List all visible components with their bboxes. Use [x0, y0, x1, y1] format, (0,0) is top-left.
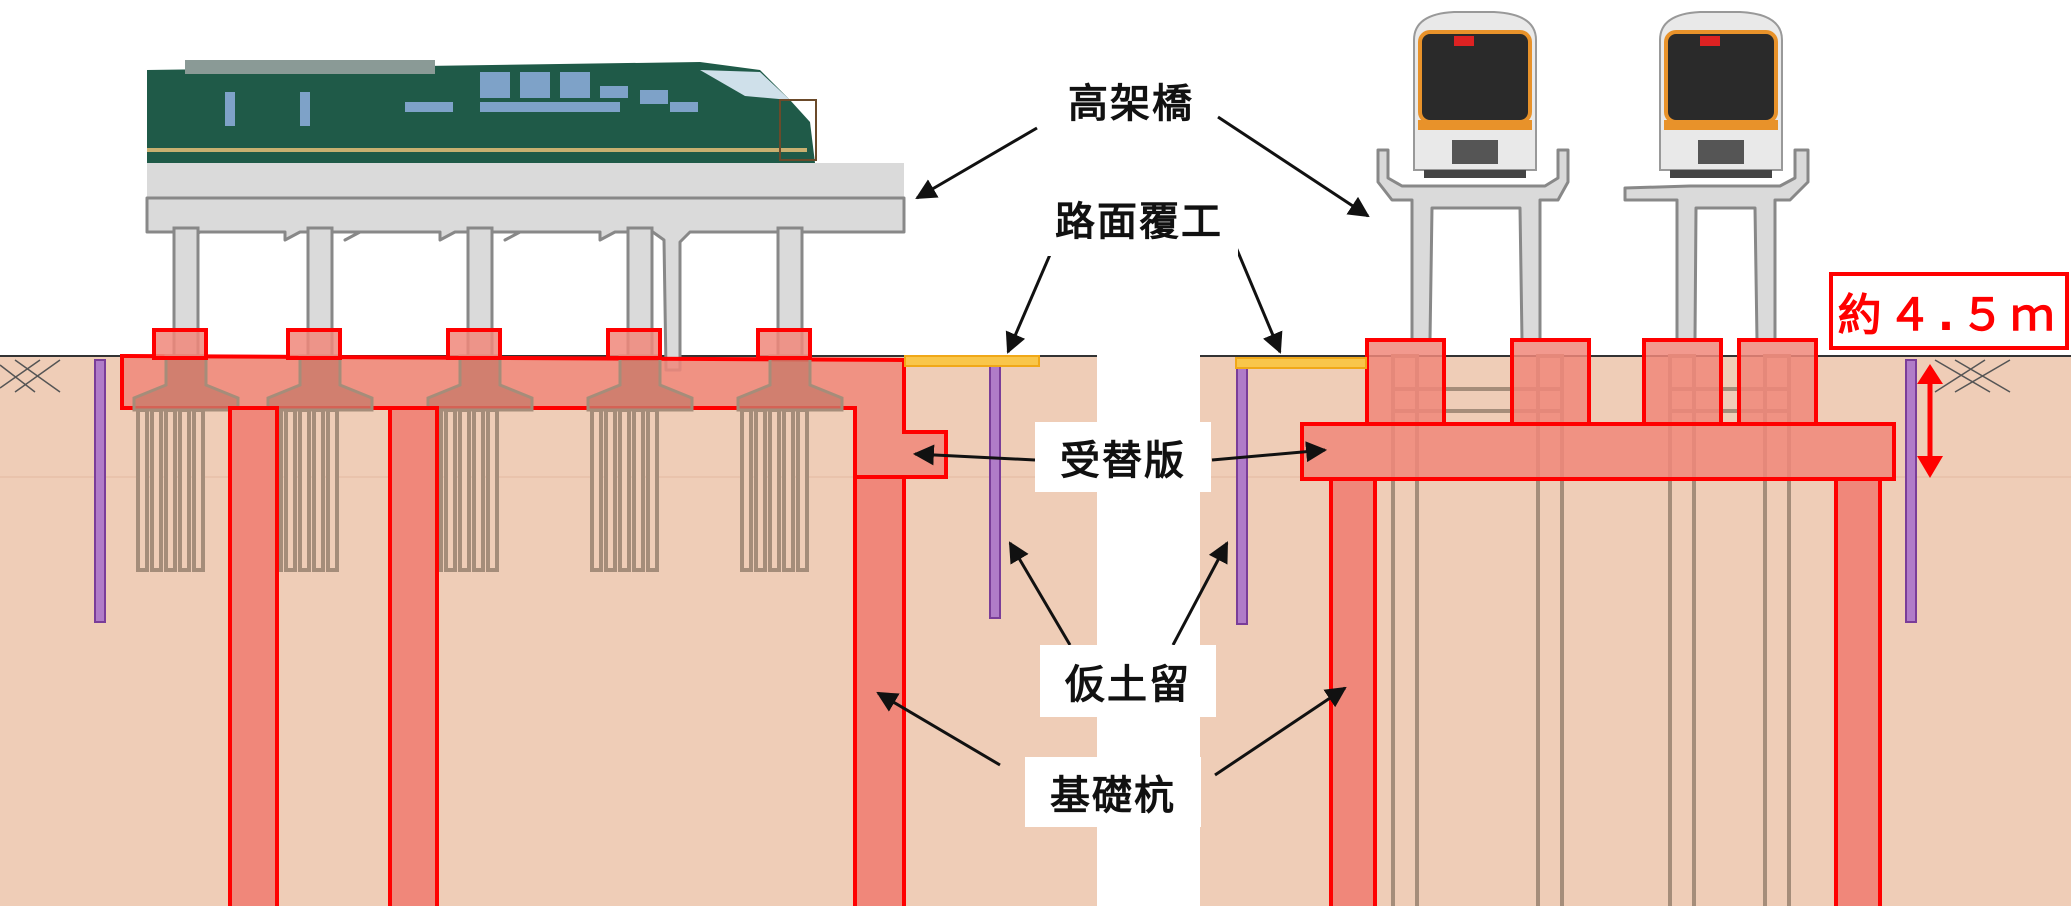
- existing-pile: [164, 408, 177, 572]
- existing-pile: [150, 408, 163, 572]
- train-window: [520, 72, 550, 98]
- train-window: [560, 72, 590, 98]
- existing-pile: [444, 408, 457, 572]
- existing-pile: [312, 408, 325, 572]
- train-roof: [185, 60, 435, 74]
- leader-pile-left: [876, 691, 1001, 767]
- column-cap: [756, 328, 812, 360]
- right-viaduct: [1376, 148, 1810, 342]
- train-window: [405, 102, 453, 112]
- leader-pile-right: [1214, 686, 1347, 777]
- train-window: [225, 92, 235, 126]
- height-arrow-head-down: [1917, 456, 1943, 478]
- label-viaduct: 高架橋: [1052, 62, 1210, 138]
- leader-retaining-left: [1008, 541, 1072, 646]
- leader-deck-left: [1005, 242, 1057, 354]
- existing-pile: [740, 408, 753, 572]
- existing-pile: [782, 408, 795, 572]
- retaining-wall: [989, 357, 1001, 619]
- footing: [426, 354, 534, 412]
- existing-pile: [458, 408, 471, 572]
- right-viaduct-frame-2: [1623, 148, 1810, 342]
- existing-pile: [604, 408, 617, 572]
- existing-pile: [284, 408, 297, 572]
- label-transfer-slab: 受替版: [1035, 422, 1211, 492]
- existing-pile: [192, 408, 205, 572]
- left-train: [147, 60, 817, 163]
- footing: [736, 354, 844, 412]
- ground-hatch-left: [0, 359, 61, 393]
- column-cap: [446, 328, 502, 360]
- leader-deck-right: [1228, 232, 1283, 354]
- retaining-wall: [1236, 359, 1248, 625]
- column-cap: [1365, 338, 1446, 426]
- height-dimension: [1917, 364, 1943, 478]
- existing-pile: [486, 408, 499, 572]
- train-window: [300, 92, 310, 126]
- leader-lines: [876, 115, 1370, 777]
- height-arrow-head-up: [1917, 364, 1943, 384]
- left-viaduct-frame: [145, 196, 906, 372]
- front-train: [1413, 11, 1537, 178]
- left-transfer-slab: [120, 328, 948, 479]
- existing-pile: [178, 408, 191, 572]
- leader-slab-right: [1211, 441, 1328, 463]
- column-cap: [1737, 338, 1818, 426]
- footing: [586, 354, 694, 412]
- column-cap: [286, 328, 342, 360]
- existing-pile: [754, 408, 767, 572]
- column-cap: [1510, 338, 1591, 426]
- foundation-pile: [388, 406, 439, 910]
- existing-pile: [768, 408, 781, 572]
- left-road-deck: [904, 355, 1040, 367]
- train-stripe: [147, 148, 807, 152]
- retaining-wall: [1905, 359, 1917, 623]
- train-window: [670, 102, 698, 112]
- train-nose-window: [700, 70, 790, 100]
- column-cap: [1642, 338, 1723, 426]
- existing-pile: [796, 408, 809, 572]
- right-viaduct-frame-1: [1376, 148, 1570, 342]
- foundation-pile: [1834, 477, 1882, 910]
- existing-pile: [632, 408, 645, 572]
- left-retaining-walls: [94, 357, 1001, 623]
- leader-slab-left: [912, 444, 1036, 466]
- column-cap: [152, 328, 208, 360]
- existing-pile: [326, 408, 339, 572]
- left-viaduct-deck: [147, 163, 904, 198]
- right-road-deck: [1235, 357, 1367, 369]
- label-temp-retaining: 仮土留: [1040, 645, 1216, 717]
- existing-pile: [618, 408, 631, 572]
- train-window: [640, 90, 668, 104]
- train-window: [480, 72, 510, 98]
- front-train: [1659, 11, 1783, 178]
- existing-pile: [472, 408, 485, 572]
- leader-viaduct-right: [1217, 115, 1370, 218]
- train-window: [480, 102, 620, 112]
- foundation-pile: [853, 475, 906, 910]
- leader-retaining-right: [1171, 541, 1229, 646]
- transfer-slab: [1300, 422, 1896, 481]
- existing-pile: [298, 408, 311, 572]
- label-road-deck: 路面覆工: [1040, 180, 1238, 256]
- footing: [266, 354, 374, 412]
- foundation-pile: [228, 406, 279, 910]
- label-foundation-pile: 基礎杭: [1025, 757, 1201, 827]
- existing-pile: [590, 408, 603, 572]
- train-window: [600, 86, 628, 98]
- left-existing-piles: [136, 408, 809, 572]
- leader-viaduct-left: [915, 126, 1038, 200]
- right-transfer-slab: [1300, 338, 1896, 481]
- ground-hatch-right: [1934, 359, 2011, 393]
- existing-pile: [136, 408, 149, 572]
- label-height: 約４.５ｍ: [1829, 272, 2069, 350]
- retaining-wall: [94, 359, 106, 623]
- existing-pile: [646, 408, 659, 572]
- train-railing: [779, 99, 817, 161]
- column-cap: [606, 328, 662, 360]
- train-body: [147, 62, 815, 163]
